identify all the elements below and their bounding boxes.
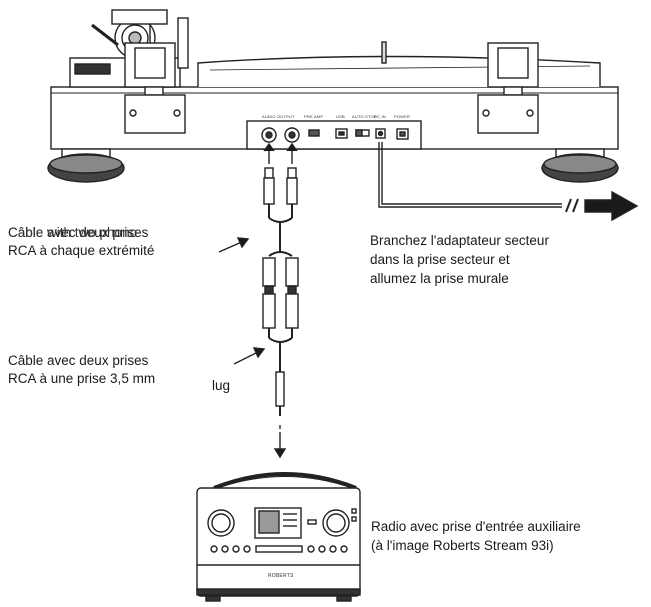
tuning-knob xyxy=(322,509,350,537)
jack-cable-label-line2: RCA à une prise 3,5 mm xyxy=(8,371,156,386)
volume-knob xyxy=(207,509,235,537)
mains-label-line3: allumez la prise murale xyxy=(370,271,509,286)
panel-label-audio-out: AUDIO OUTPUT xyxy=(262,114,295,119)
left-hinge xyxy=(124,42,186,134)
arrow-right-icon xyxy=(584,190,639,222)
rca-plug-icon xyxy=(264,167,274,179)
jack-plug-icon xyxy=(275,371,285,407)
radio-handle xyxy=(213,472,357,490)
rca-socket-right xyxy=(284,127,300,143)
panel-label-power: POWER xyxy=(394,114,411,119)
jack-cable-label-tail: lug xyxy=(212,378,231,393)
label-arrows xyxy=(218,237,266,365)
radio xyxy=(196,472,361,602)
panel-label-autostop: AUTO STOP xyxy=(352,114,377,119)
power-cable xyxy=(378,142,639,222)
back-panel xyxy=(246,120,422,150)
panel-label-preamp: PRE AMP xyxy=(304,114,324,119)
radio-brand: ROBERTS xyxy=(268,573,294,579)
panel-label-dc-in: DC IN xyxy=(374,114,386,119)
radio-label-line2: (à l'image Roberts Stream 93i) xyxy=(371,538,554,553)
rca-cable xyxy=(262,142,299,459)
mains-label-line1: Branchez l'adaptateur secteur xyxy=(370,233,549,248)
turntable-platter xyxy=(197,55,601,87)
rca-cable-label-overlay: Cable with two phono xyxy=(8,225,138,240)
rca-cable-label-line2: RCA à chaque extrémité xyxy=(8,243,155,258)
turntable xyxy=(47,9,619,183)
down-arrow-icon xyxy=(273,448,287,459)
power-button xyxy=(396,128,409,140)
left-foot xyxy=(47,148,125,183)
preamp-switch xyxy=(308,129,320,137)
radio-label-line1: Radio avec prise d'entrée auxiliaire xyxy=(371,519,581,534)
right-hinge xyxy=(477,42,539,134)
radio-buttons xyxy=(210,545,348,553)
dc-in-socket xyxy=(375,128,386,139)
jack-cable-label-line1: Câble avec deux prises xyxy=(8,353,149,368)
mains-label-line2: dans la prise secteur et xyxy=(370,252,510,267)
radio-body xyxy=(196,487,361,597)
right-foot xyxy=(541,148,619,183)
spindle xyxy=(381,41,387,64)
panel-label-usb: USB xyxy=(336,114,345,119)
radio-display xyxy=(254,507,302,539)
usb-port xyxy=(335,128,348,139)
rca-cable-label-line1: Câble avec deux prises xyxy=(8,225,149,240)
rca-socket-left xyxy=(261,127,277,143)
